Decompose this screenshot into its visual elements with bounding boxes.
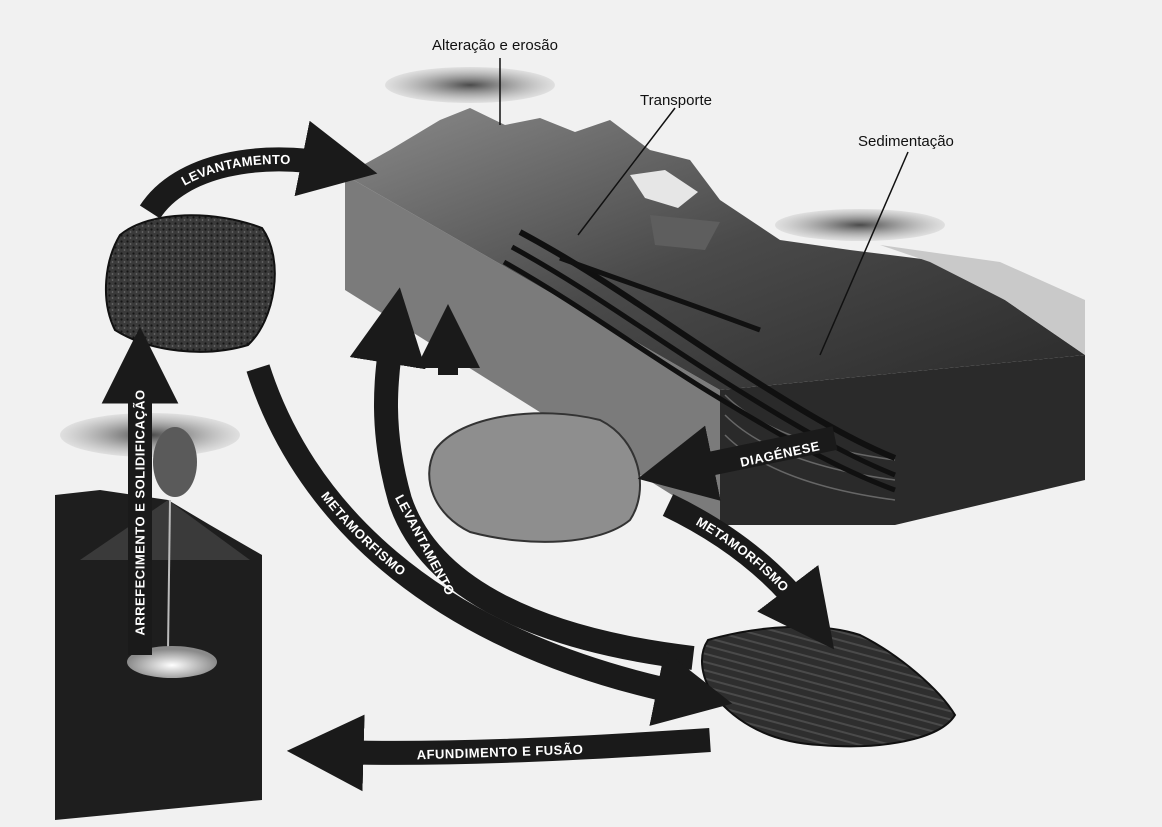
label-metamorphism-right: METAMORFISMO — [694, 514, 792, 595]
cloud-top — [385, 67, 555, 103]
callout-weathering: Alteração e erosão — [432, 37, 558, 54]
callout-sedimentation: Sedimentação — [858, 133, 954, 150]
cloud-right — [775, 209, 945, 241]
igneous-rock — [106, 215, 275, 352]
volcano-cross-section — [55, 413, 262, 820]
volcano-smoke-column — [153, 427, 197, 497]
label-cooling-solidification: ARREFECIMENTO E SOLIDIFICAÇÃO — [133, 389, 148, 635]
sedimentary-rock — [429, 413, 640, 542]
metamorphic-rock — [702, 627, 955, 746]
callout-transport: Transporte — [640, 92, 712, 109]
